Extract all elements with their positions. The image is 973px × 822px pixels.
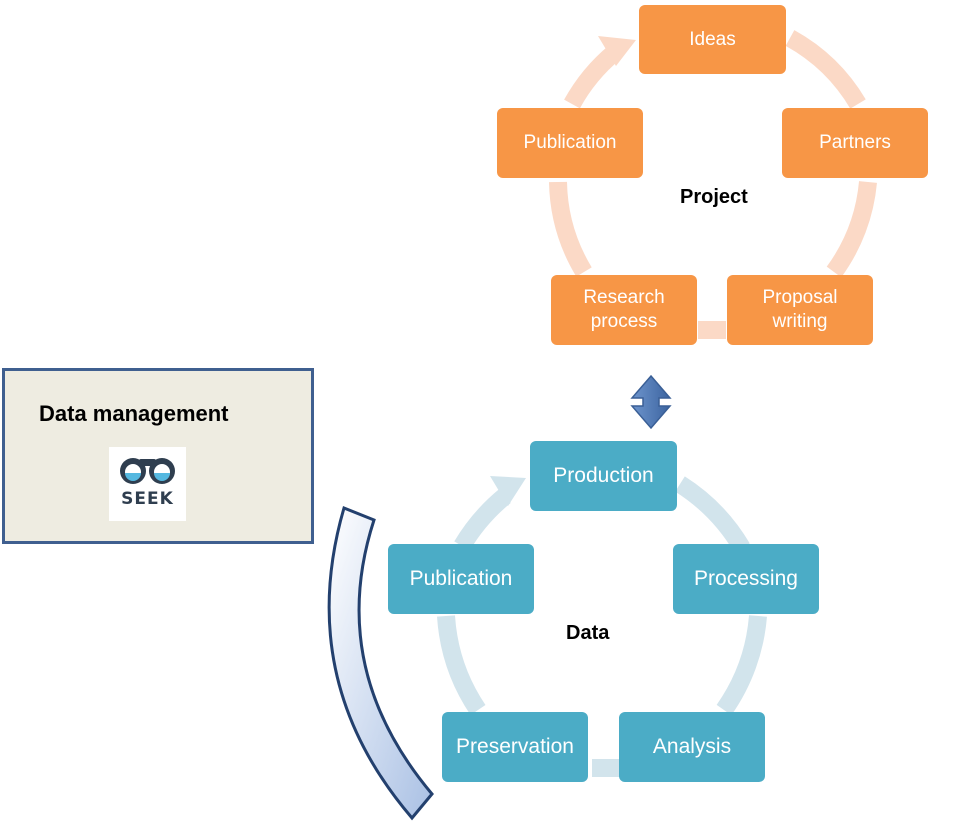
data-node-publication-label: Publication xyxy=(409,566,513,590)
seek-logo[interactable]: SEEK xyxy=(109,447,186,521)
data-node-preservation[interactable]: Preservation xyxy=(442,712,588,782)
data-management-title: Data management xyxy=(39,401,229,426)
curved-band-arrow-icon xyxy=(327,505,434,821)
data-node-preservation-label: Preservation xyxy=(456,734,574,758)
data-management-panel: Data management SEEK xyxy=(2,368,314,544)
data-node-production-label: Production xyxy=(553,463,654,487)
data-ring-arrowhead-icon xyxy=(490,476,526,506)
project-node-ideas-label: Ideas xyxy=(689,28,736,50)
project-node-publication[interactable]: Publication xyxy=(497,108,643,178)
project-cycle-center-label: Project xyxy=(680,186,748,208)
project-node-research-process[interactable]: Research process xyxy=(551,275,697,345)
project-node-proposal-writing-label: Proposal writing xyxy=(762,287,838,332)
project-node-publication-label: Publication xyxy=(523,132,617,154)
data-node-processing[interactable]: Processing xyxy=(673,544,819,614)
double-arrow-vertical-icon xyxy=(630,374,672,430)
data-cycle-ring xyxy=(437,476,767,777)
data-node-analysis[interactable]: Analysis xyxy=(619,712,765,782)
data-node-publication[interactable]: Publication xyxy=(388,544,534,614)
project-node-ideas[interactable]: Ideas xyxy=(639,5,786,74)
binoculars-icon xyxy=(120,458,175,484)
data-node-production[interactable]: Production xyxy=(530,441,677,511)
project-cycle-ring xyxy=(549,30,877,339)
data-cycle-center-label: Data xyxy=(566,622,610,644)
data-node-analysis-label: Analysis xyxy=(652,734,732,758)
project-node-research-process-label: Research process xyxy=(583,287,665,332)
project-node-proposal-writing[interactable]: Proposal writing xyxy=(727,275,873,345)
project-ring-arrowhead-icon xyxy=(598,36,636,66)
project-node-partners-label: Partners xyxy=(819,132,891,154)
seek-logo-text: SEEK xyxy=(121,489,174,509)
data-node-processing-label: Processing xyxy=(694,566,798,590)
project-node-partners[interactable]: Partners xyxy=(782,108,928,178)
